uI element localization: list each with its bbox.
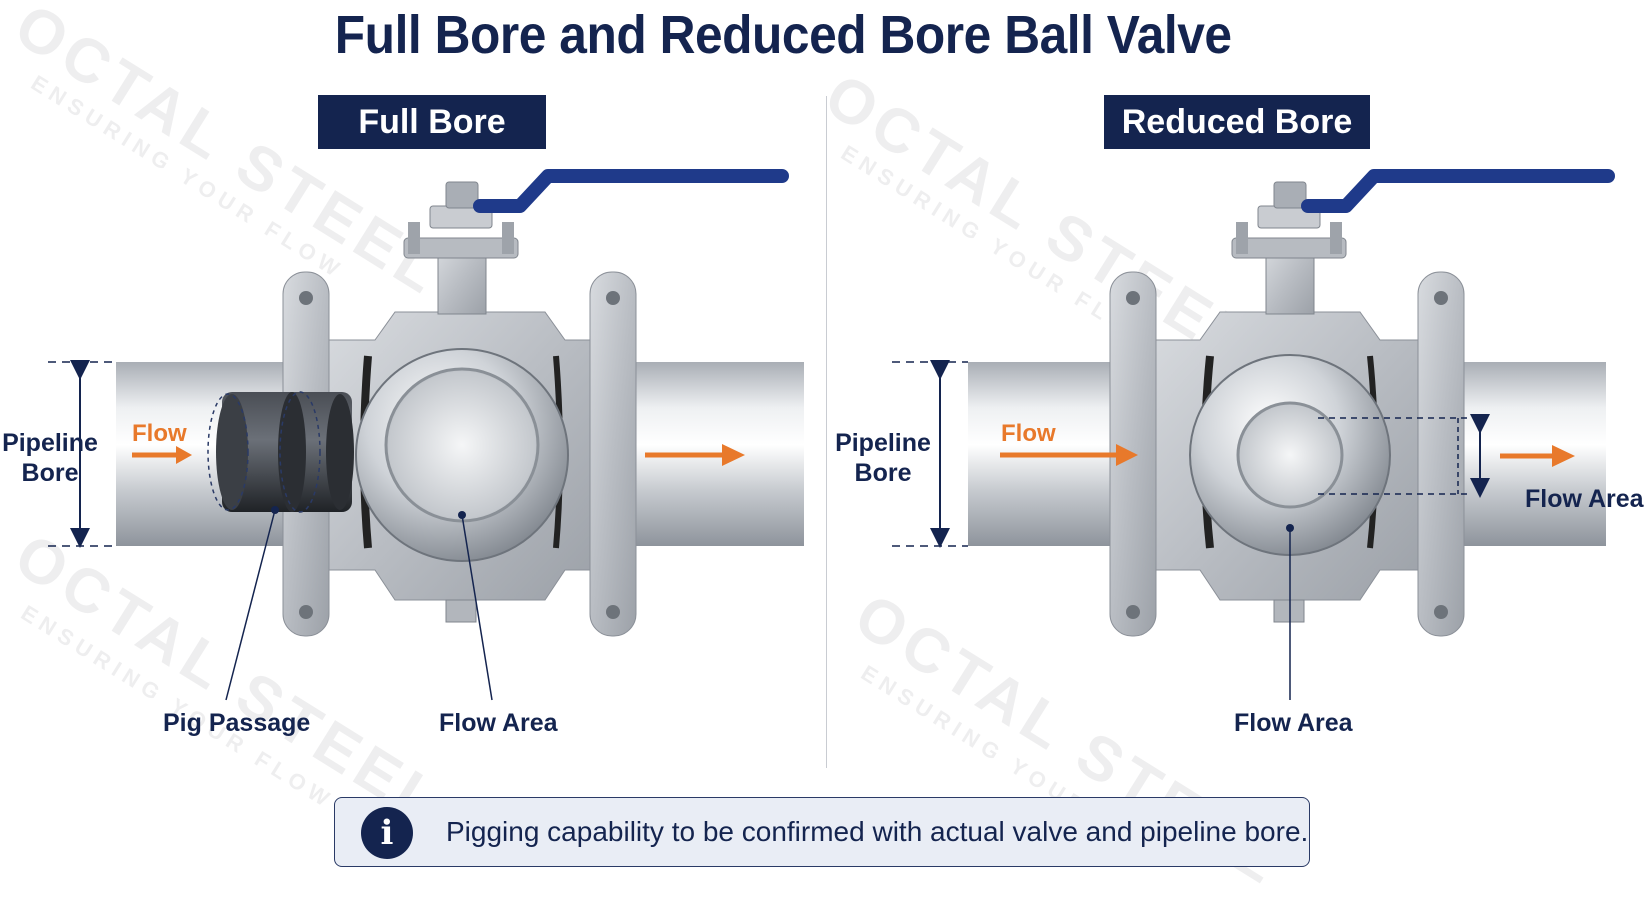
valve-illustrations (48, 169, 1615, 701)
full-pipeline-bore-line-2: Bore (21, 459, 79, 487)
full-handle (473, 169, 789, 213)
reduced-bore-valve (892, 169, 1615, 700)
reduced-bore-header: Reduced Bore (1104, 95, 1370, 149)
panel-divider (826, 96, 827, 768)
reduced-flange-right (1417, 271, 1465, 637)
full-flow-area-label: Flow Area (439, 709, 558, 737)
full-flow-area-leader (461, 514, 493, 701)
reduced-pipeline-bore-line-1: Pipeline (835, 429, 931, 457)
reduced-ball-bore (1236, 401, 1344, 509)
pig-passage-label: Pig Passage (163, 709, 311, 737)
pig (207, 391, 354, 513)
full-flow-label: Flow (132, 420, 187, 447)
note-text: Pigging capability to be confirmed with … (446, 816, 1309, 847)
reduced-flow-label: Flow (1001, 420, 1056, 447)
info-note: i Pigging capability to be confirmed wit… (334, 797, 1310, 867)
reduced-outlet-flow-area-label: Flow Area (1525, 485, 1644, 513)
reduced-pipeline-bore-line-2: Bore (854, 459, 912, 487)
reduced-flow-area-label: Flow Area (1234, 709, 1353, 737)
full-pipeline-bore-label: Pipeline Bore (0, 428, 100, 488)
full-bore-header: Full Bore (318, 95, 546, 149)
page-title: Full Bore and Reduced Bore Ball Valve (334, 5, 1232, 65)
info-icon: i (361, 807, 413, 859)
full-flange-right (589, 271, 637, 637)
reduced-handle (1301, 169, 1615, 213)
full-bore-valve (48, 169, 804, 701)
pig-passage-leader (225, 509, 276, 701)
full-pipeline-bore-line-1: Pipeline (2, 429, 98, 457)
reduced-pipeline-bore-label: Pipeline Bore (833, 428, 933, 488)
full-ball-bore (384, 367, 540, 523)
